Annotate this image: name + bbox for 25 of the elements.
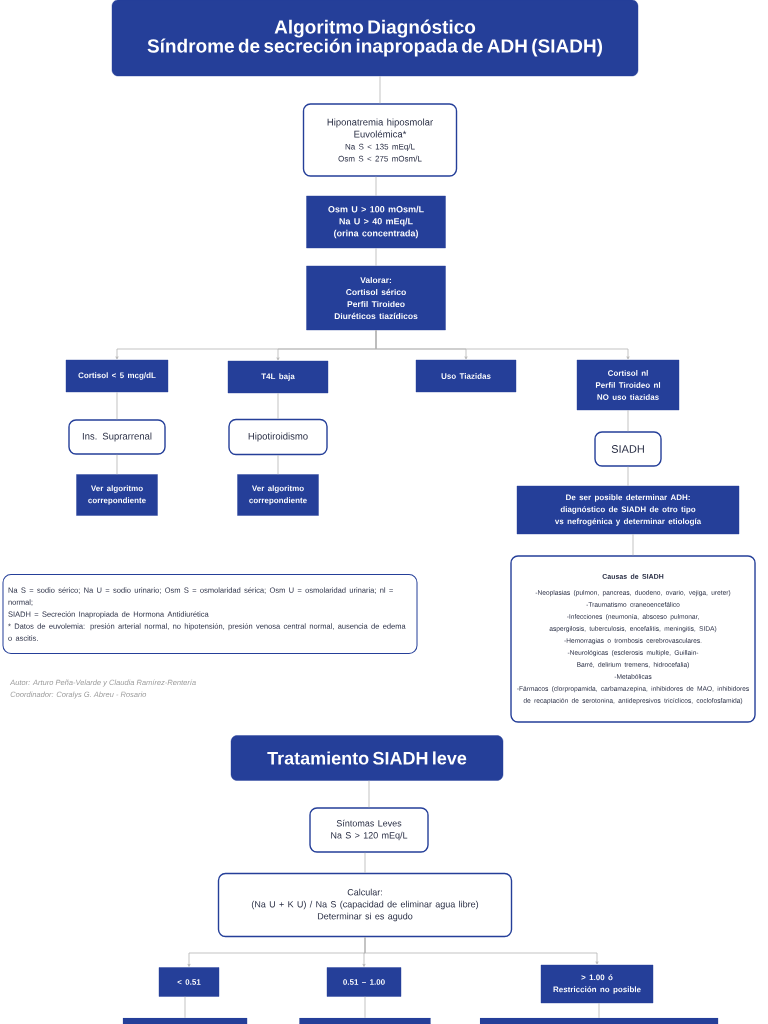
- process-box: Cortisol < 5 mcg/dL: [65, 359, 169, 393]
- arrow: [364, 936, 599, 965]
- process-box: [479, 1017, 719, 1024]
- process-box: Ver algoritmo correpondiente: [237, 474, 319, 516]
- process-box: [299, 1017, 431, 1024]
- process-box: Osm U > 100 mOsm/L Na U > 40 mEq/L (orina concentrada): [306, 195, 446, 249]
- process-box: Ver algoritmo correpondiente: [76, 474, 158, 516]
- process-box: 0.51 – 1.00: [326, 967, 402, 997]
- condition-box: SIADH: [594, 431, 662, 467]
- condition-box: Calcular: (Na U + K U) / Na S (capacidad de eliminar agua libre) Determinar si es agudo: [217, 872, 513, 938]
- process-box: T4L baja: [227, 360, 329, 394]
- process-box: De ser posible determinar ADH: diagnóstico de SIADH de otro tipo vs nefrogénica y determinar etiología: [516, 485, 740, 535]
- condition-box: Hiponatremia hiposmolar Euvolémica* Na S < 135 mEq/L Osm S < 275 mOsm/L: [302, 103, 458, 177]
- process-box: Valorar: Cortisol sérico Perfil Tiroideo Diuréticos tiazídicos: [306, 265, 446, 331]
- condition-box: Síntomas Leves Na S > 120 mEq/L: [309, 807, 429, 853]
- process-box: [122, 1017, 248, 1024]
- process-box: Cortisol nl Perfil Tiroideo nl NO uso tiazidas: [576, 359, 680, 411]
- title-banner: Algoritmo Diagnóstico Síndrome de secreción inapropada de ADH (SIADH): [111, 0, 639, 77]
- condition-box: Hipotiroidismo: [228, 418, 328, 456]
- arrow: [375, 329, 630, 360]
- condition-box: Ins. Suprarrenal: [68, 419, 166, 455]
- title-banner: Tratamiento SIADH leve: [230, 735, 504, 781]
- process-box: Uso Tiazidas: [415, 359, 517, 393]
- process-box: < 0.51: [158, 967, 220, 997]
- process-box: > 1.00 ó Restricción no posible: [540, 964, 654, 1004]
